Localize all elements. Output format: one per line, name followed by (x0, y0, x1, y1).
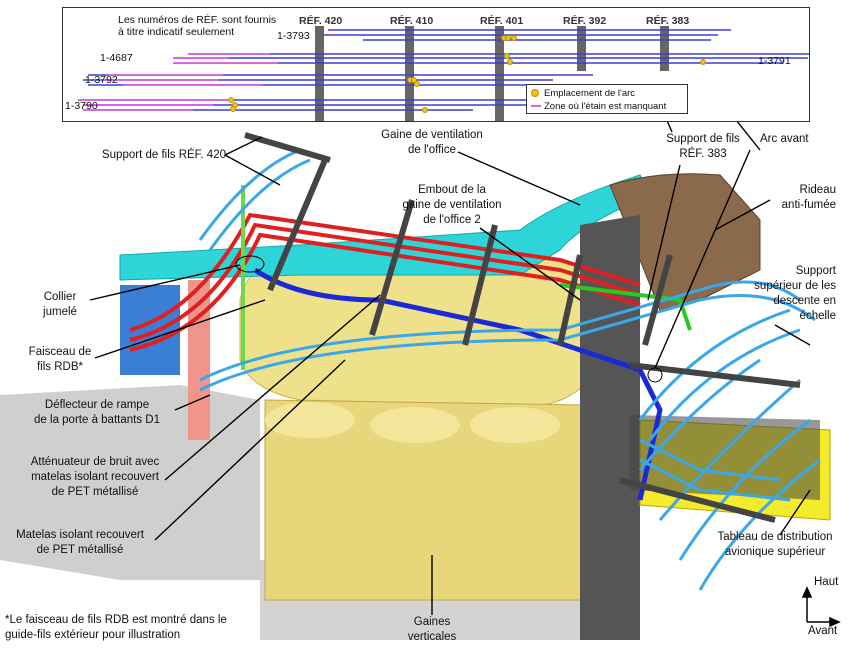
duct-top-3 (470, 407, 560, 443)
arc-dot-icon (531, 89, 539, 98)
duct-top-2 (370, 407, 460, 443)
arc-dots (228, 35, 706, 113)
legend: Emplacement de l'arc Zone où l'étain est… (526, 84, 688, 114)
red-harness (129, 212, 641, 352)
label-support-420: Support de fils RÉF. 420 (101, 149, 226, 161)
ref-410: RÉF. 410 (390, 15, 434, 27)
ref-bars (315, 26, 669, 121)
label-front-arc: Arc avant (760, 133, 809, 145)
tin-line-icon (531, 105, 541, 108)
green-wires (559, 283, 692, 331)
wire-1-4687: 1-4687 (100, 52, 133, 64)
twin-clamp-marker (235, 255, 265, 273)
wire-lines (83, 29, 809, 111)
ref-392: RÉF. 392 (563, 15, 607, 27)
ref-401: RÉF. 401 (480, 15, 524, 27)
label-up: Haut (814, 576, 839, 588)
wire-1-3792: 1-3792 (85, 74, 118, 86)
blue-bracket (120, 285, 180, 375)
wire-supports (244, 132, 801, 523)
ref-420: RÉF. 420 (299, 15, 343, 27)
smoke-curtain (609, 173, 761, 311)
wire-1-3790: 1-3790 (65, 100, 98, 112)
blue-wire-bundles (198, 148, 821, 591)
label-forward: Avant (808, 625, 838, 637)
wire-map (78, 26, 809, 121)
orientation-axes (801, 586, 841, 628)
duct-top-1 (265, 402, 355, 438)
tin-missing-lines (78, 53, 278, 111)
footnote: *Le faisceau de fils RDB est montré dans… (5, 614, 227, 641)
ref-383: RÉF. 383 (646, 15, 690, 27)
wire-1-3793: 1-3793 (277, 30, 310, 42)
wire-1-3791: 1-3791 (758, 55, 791, 67)
